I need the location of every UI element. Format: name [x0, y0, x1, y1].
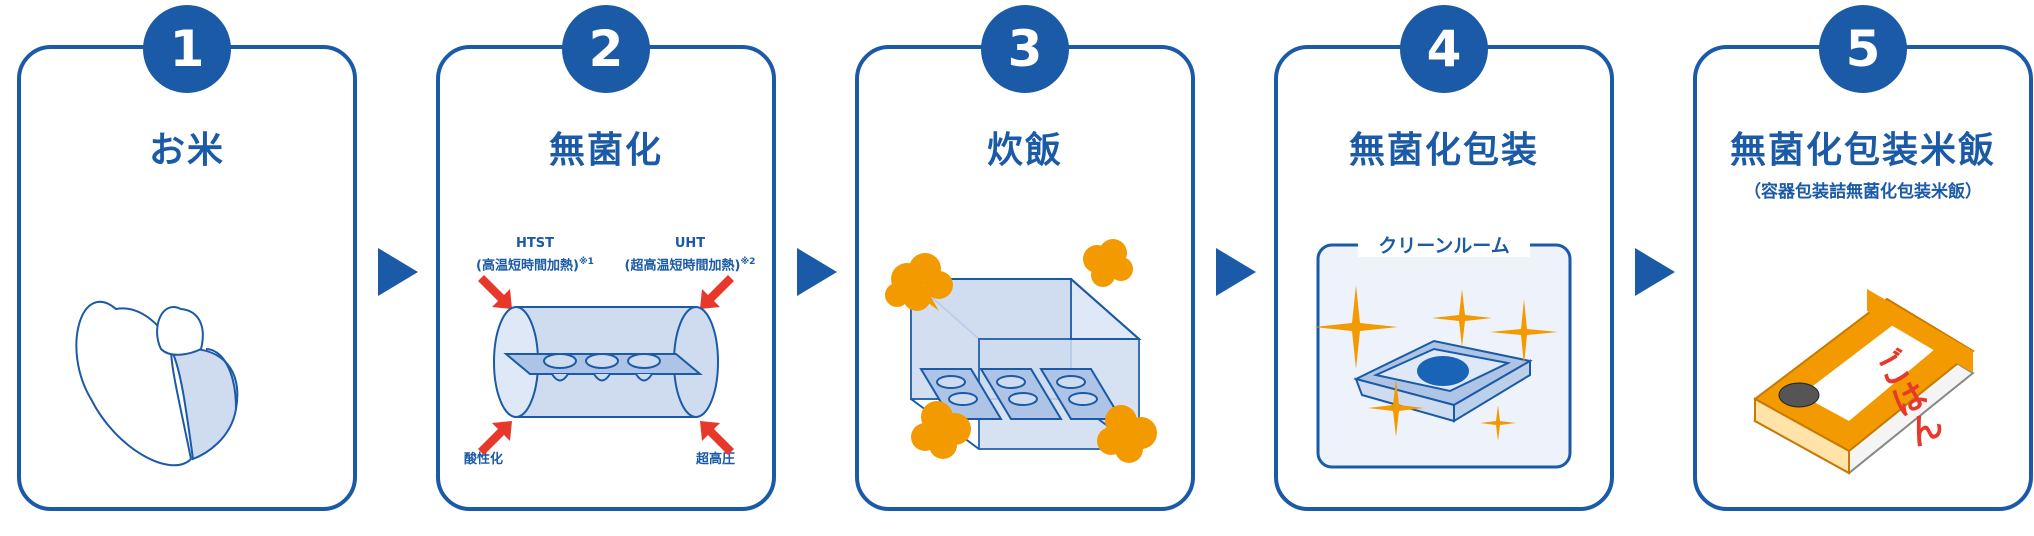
red-arrow-icon: [700, 421, 734, 455]
steam-cloud-icon: [1083, 239, 1133, 287]
arrow-right-icon: [1216, 248, 1256, 296]
step-5-card: 5 無菌化包装米飯 （容器包装詰無菌化包装米飯） ごはん: [1693, 5, 2033, 511]
htst-note: ※1: [578, 257, 594, 267]
htst-text: HTST: [516, 236, 554, 251]
step-number-badge: 1: [143, 5, 231, 93]
steam-cloud-icon: [885, 253, 953, 311]
arrow-right-icon: [797, 248, 837, 296]
red-arrow-icon: [478, 421, 512, 455]
arrow-right-icon: [378, 248, 418, 296]
step-2-card: 2 無菌化 HTST (高温短時間加熱)※1 UHT (超高温短時間加熱)※2 …: [436, 5, 776, 511]
step-title: お米: [148, 130, 225, 171]
step-4-card: 4 無菌化包装 クリーンルーム: [1274, 5, 1614, 511]
clean-room-icon: [1314, 233, 1572, 469]
uht-note: ※2: [740, 257, 756, 267]
clean-room-label: クリーンルーム: [1378, 235, 1510, 257]
uht-sub-text: (超高温短時間加熱): [624, 258, 741, 274]
red-arrow-icon: [478, 275, 512, 309]
step-title: 無菌化包装: [1348, 130, 1539, 171]
uht-text: UHT: [674, 236, 706, 251]
step-subtitle: （容器包装詰無菌化包装米飯）: [1744, 182, 1982, 202]
sterilization-cylinder-icon: [478, 275, 734, 455]
step-number-badge: 2: [562, 5, 650, 93]
steam-cloud-icon: [1097, 405, 1157, 463]
oxidation-label: 酸性化: [464, 452, 504, 467]
htst-sub-text: (高温短時間加熱): [476, 258, 579, 274]
rice-package-icon: [1753, 289, 1975, 475]
step-number-badge: 3: [981, 5, 1069, 93]
step-title: 炊飯: [986, 130, 1063, 171]
step-title: 無菌化: [548, 130, 663, 171]
uht-label: UHT (超高温短時間加熱)※2: [610, 235, 770, 275]
cooking-box-icon: [885, 239, 1157, 463]
htst-label: HTST (高温短時間加熱)※1: [460, 235, 610, 275]
step-number-badge: 5: [1819, 5, 1907, 93]
red-arrow-icon: [700, 275, 734, 309]
step-title: 無菌化包装米飯: [1729, 130, 1996, 171]
step-number-badge: 4: [1400, 5, 1488, 93]
step-1-card: 1 お米: [17, 5, 357, 511]
rice-grain-icon: [75, 300, 239, 467]
steam-cloud-icon: [911, 401, 971, 459]
pressure-label: 超高圧: [696, 452, 736, 467]
sparkle-icon: [1314, 285, 1558, 441]
step-3-card: 3 炊飯: [855, 5, 1195, 511]
arrow-right-icon: [1635, 248, 1675, 296]
